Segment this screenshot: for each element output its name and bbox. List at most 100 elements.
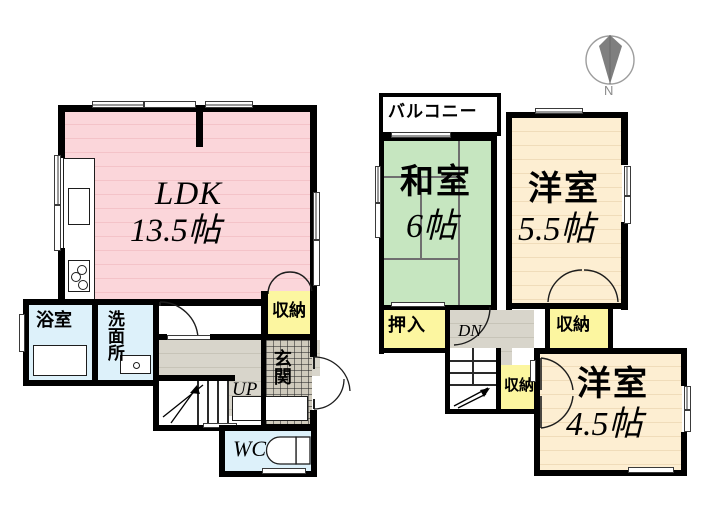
wall-storage-1f-bottom	[261, 334, 317, 340]
wall-stairs-left	[153, 375, 159, 431]
wall-bath-bottom	[23, 380, 98, 386]
bathtub	[33, 345, 87, 376]
window-y55-right-lower	[624, 196, 631, 224]
wall-genkan-right-upper	[310, 340, 317, 357]
wall-y45-bottom	[534, 470, 687, 476]
label-bathroom: 浴室	[36, 310, 72, 331]
wall-ldk-top	[58, 105, 317, 112]
stair-step	[207, 381, 209, 425]
label-wc: WC	[233, 436, 266, 461]
window-bar	[57, 156, 59, 204]
wall-bath-top	[23, 299, 98, 305]
label-yoshitsu55-name: 洋室	[528, 169, 600, 209]
genkan-door-swing	[313, 356, 351, 410]
kitchen-sink	[68, 188, 90, 225]
room-oshiire	[383, 310, 445, 349]
room-washitsu	[383, 140, 492, 305]
wall-storage2fa-right	[608, 309, 613, 353]
window-kitchen-left-lower	[54, 205, 61, 251]
room-yoshitsu-55	[512, 118, 622, 303]
wall-y45-top	[534, 348, 687, 354]
label-washitsu-size: 6帖	[406, 208, 457, 245]
wall-bath-right	[92, 299, 98, 386]
wall-ldk-left-lower	[58, 248, 65, 306]
label-stairs-up: UP	[232, 379, 258, 400]
wall-stairs-top	[153, 375, 235, 381]
wall-ldk-left-upper	[58, 105, 65, 158]
wall-wc-top	[219, 425, 317, 431]
label-balcony: バルコニー	[388, 102, 478, 122]
door-swing-ldk-hall	[159, 301, 199, 339]
doorway-hall-ldk	[167, 335, 212, 340]
wall-washitsu-top	[379, 136, 496, 141]
wall-oshiire-bottom	[379, 348, 449, 353]
genkan-step	[232, 396, 308, 421]
stair-direction-arrow-2f	[453, 387, 490, 409]
closet-door-swing-y55	[547, 269, 619, 303]
wall-balcony-right	[497, 93, 501, 136]
room-storage-1f	[268, 291, 310, 335]
stair-step	[197, 381, 199, 425]
label-storage-2f-a: 収納	[556, 315, 590, 335]
tatami-line	[420, 176, 422, 259]
tatami-line	[458, 140, 460, 305]
stove-burner-icon	[71, 272, 81, 282]
wall-y45-right-lower	[681, 432, 687, 476]
wall-storage-1f-left	[261, 291, 268, 339]
wall-hall-top-left	[153, 334, 167, 340]
wall-oshiire-left	[379, 310, 384, 354]
wall-y45-left	[534, 348, 540, 476]
wall-wc-right	[311, 425, 317, 477]
window-bar	[315, 193, 317, 239]
label-yoshitsu45-size: 4.5帖	[566, 406, 643, 443]
room-ldk	[63, 111, 312, 306]
wall-washitsu-bottom	[379, 305, 497, 310]
stair-step	[227, 381, 229, 425]
window-y45-bottom	[628, 467, 674, 473]
room-balcony	[383, 97, 497, 132]
wall-y55-bottom	[506, 303, 628, 309]
wall-wc-left	[219, 425, 225, 477]
wall-balcony-left	[379, 93, 383, 136]
wall-storage-1f-right	[310, 291, 317, 339]
window-ldk-top-mid	[144, 101, 196, 108]
toilet-fixture	[265, 436, 311, 465]
corridor-2f-right	[450, 310, 534, 348]
wall-stairs-bottom	[153, 425, 219, 431]
compass-rose: N	[583, 33, 643, 101]
window-bar	[392, 135, 450, 137]
wall-y55-top	[506, 112, 628, 118]
wall-bath-left	[23, 299, 29, 386]
wall-wc-bottom	[219, 471, 317, 477]
label-washitsu-name: 和室	[400, 162, 472, 202]
window-bar	[536, 111, 582, 113]
wall-washroom-right	[153, 299, 159, 386]
wall-y55-left	[506, 112, 512, 310]
label-yoshitsu45-name: 洋室	[577, 364, 649, 404]
stair-step	[217, 381, 219, 425]
window-bar	[686, 387, 688, 409]
window-bar	[626, 167, 628, 195]
label-oshiire: 押入	[388, 315, 426, 336]
wall-storage2fa-left	[545, 309, 550, 353]
wall-oshiire-right	[445, 310, 450, 354]
closet-door-swing-1f	[267, 271, 313, 295]
washbasin-drain-icon	[133, 362, 140, 369]
wall-y55-right-lower	[621, 222, 628, 310]
stair-direction-arrow	[162, 384, 204, 424]
label-washroom: 洗面所	[103, 310, 124, 361]
wall-stairs2f-bottom	[445, 409, 501, 414]
wall-genkan-left	[261, 340, 266, 430]
window-ldk-right-lower	[313, 240, 320, 286]
label-ldk-size: 13.5帖	[130, 213, 221, 249]
wall-y55-right-upper	[621, 112, 628, 165]
wall-storage2fb-bottom	[496, 409, 544, 414]
wall-washroom-bottom	[98, 380, 159, 386]
window-y45-left	[530, 360, 536, 382]
doorway-washitsu-bottom	[391, 302, 445, 307]
wall-ldk-stub	[196, 111, 203, 147]
label-genkan: 玄関	[270, 349, 292, 385]
label-ldk-name: LDK	[155, 176, 223, 212]
stove-burner-icon	[78, 280, 88, 290]
